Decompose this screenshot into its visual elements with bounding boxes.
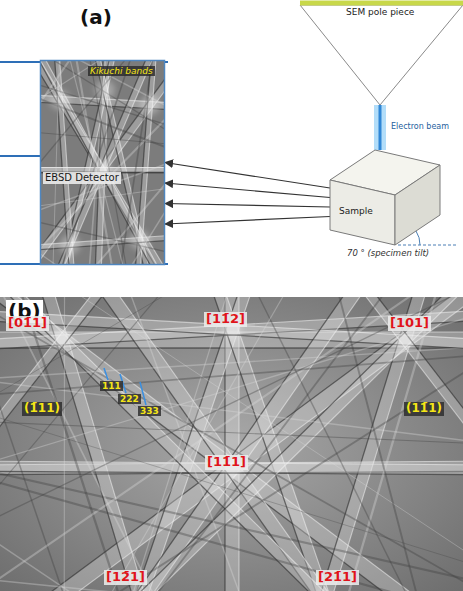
faint-band — [40, 60, 165, 265]
electron-beam — [379, 105, 382, 150]
tilt-label: 70 ° (specimen tilt) — [345, 249, 431, 259]
zone-axis-label: [01̄1] — [6, 316, 49, 331]
diffraction-ray — [165, 204, 330, 208]
zone-axis — [395, 330, 415, 350]
zone-axis-label: [12̄1] — [104, 570, 147, 585]
faint-band — [40, 60, 165, 265]
faint-band — [40, 60, 165, 265]
zone-axis-label: [21̄1] — [316, 570, 359, 585]
faint-band — [0, 297, 419, 591]
beam-label: Electron beam — [389, 122, 451, 131]
faint-band — [40, 79, 165, 265]
pole-face — [300, 1, 463, 6]
zone-axis — [315, 590, 335, 591]
faint-band — [40, 60, 165, 265]
faint-band — [40, 79, 165, 200]
faint-band — [0, 297, 463, 591]
faint-band — [0, 297, 463, 591]
faint-band — [0, 297, 401, 591]
zone-axis-label: [11̄2] — [204, 312, 247, 327]
node-outline — [330, 150, 440, 245]
faint-band — [40, 60, 165, 265]
kikuchi-label: Kikuchi bands — [88, 66, 155, 76]
faint-band — [40, 60, 165, 265]
faint-band — [0, 297, 463, 591]
sample-side — [395, 165, 440, 245]
panel-label: (a) — [78, 6, 114, 29]
zone-axis — [52, 330, 72, 350]
zone-axis — [60, 235, 80, 255]
detector-frame — [41, 61, 165, 265]
beam-glow — [374, 105, 386, 150]
sample-front — [330, 180, 395, 245]
band-edge — [40, 60, 165, 265]
faint-band — [40, 60, 165, 265]
node-outline — [40, 60, 165, 265]
sample-label: Sample — [337, 206, 375, 216]
plane-label: (1̄11) — [22, 402, 62, 416]
kikuchi-pattern — [0, 297, 463, 591]
faint-band — [0, 327, 463, 591]
detector-label: EBSD Detector — [43, 172, 121, 184]
order-number: 111 — [100, 381, 123, 391]
order-number: 333 — [138, 406, 161, 416]
order-number: 222 — [118, 394, 141, 404]
zone-axis-label: [101] — [388, 316, 431, 331]
leader-line — [104, 368, 108, 380]
zone-axis — [140, 95, 160, 115]
kikuchi-band — [68, 60, 141, 265]
detector-pattern — [40, 60, 165, 265]
band-edge — [40, 60, 165, 265]
faint-band — [40, 60, 165, 265]
faint-band — [40, 60, 165, 265]
band-edge — [40, 183, 165, 265]
band-edge — [40, 60, 165, 265]
angle-arc — [416, 231, 420, 245]
faint-band — [40, 60, 165, 265]
faint-band — [40, 60, 165, 265]
faint-band — [0, 517, 463, 591]
zone-axis — [95, 80, 115, 100]
faint-band — [0, 297, 463, 591]
leader-line — [140, 382, 146, 405]
faint-band — [0, 297, 255, 591]
zone-axis — [130, 590, 150, 591]
detector-screen: EBSD Detector Kikuchi bands — [40, 60, 165, 265]
rail-glow — [0, 152, 40, 161]
kikuchi-band — [40, 60, 165, 265]
faint-band — [0, 297, 463, 591]
faint-band — [40, 60, 165, 265]
faint-band — [0, 396, 463, 458]
band-edge — [0, 297, 463, 377]
zone-axis-label: [11̄1] — [205, 455, 248, 470]
faint-band — [0, 329, 463, 419]
faint-band — [40, 60, 165, 265]
plane-label: (11̄1) — [404, 402, 444, 416]
pole-piece: SEM pole piece — [300, 0, 463, 105]
faint-band — [40, 60, 165, 265]
zone-axis — [130, 230, 150, 250]
zone-axis — [50, 90, 70, 110]
faint-band — [40, 60, 165, 265]
diffraction-ray — [165, 183, 330, 198]
band-edge — [74, 60, 141, 265]
band-edge — [40, 60, 165, 265]
horizontal-reference — [398, 245, 458, 246]
sample-block: Sample — [330, 150, 440, 245]
faint-band — [40, 60, 165, 265]
faint-band — [40, 95, 165, 265]
pole-piece-label: SEM pole piece — [344, 7, 416, 17]
diffraction-ray — [165, 217, 330, 225]
diffraction-ray — [165, 163, 330, 189]
faint-band — [205, 297, 463, 591]
faint-band — [40, 60, 165, 265]
kikuchi-band — [40, 60, 165, 265]
pole-cone — [300, 5, 463, 105]
faint-band — [40, 60, 76, 265]
rail — [0, 155, 40, 157]
